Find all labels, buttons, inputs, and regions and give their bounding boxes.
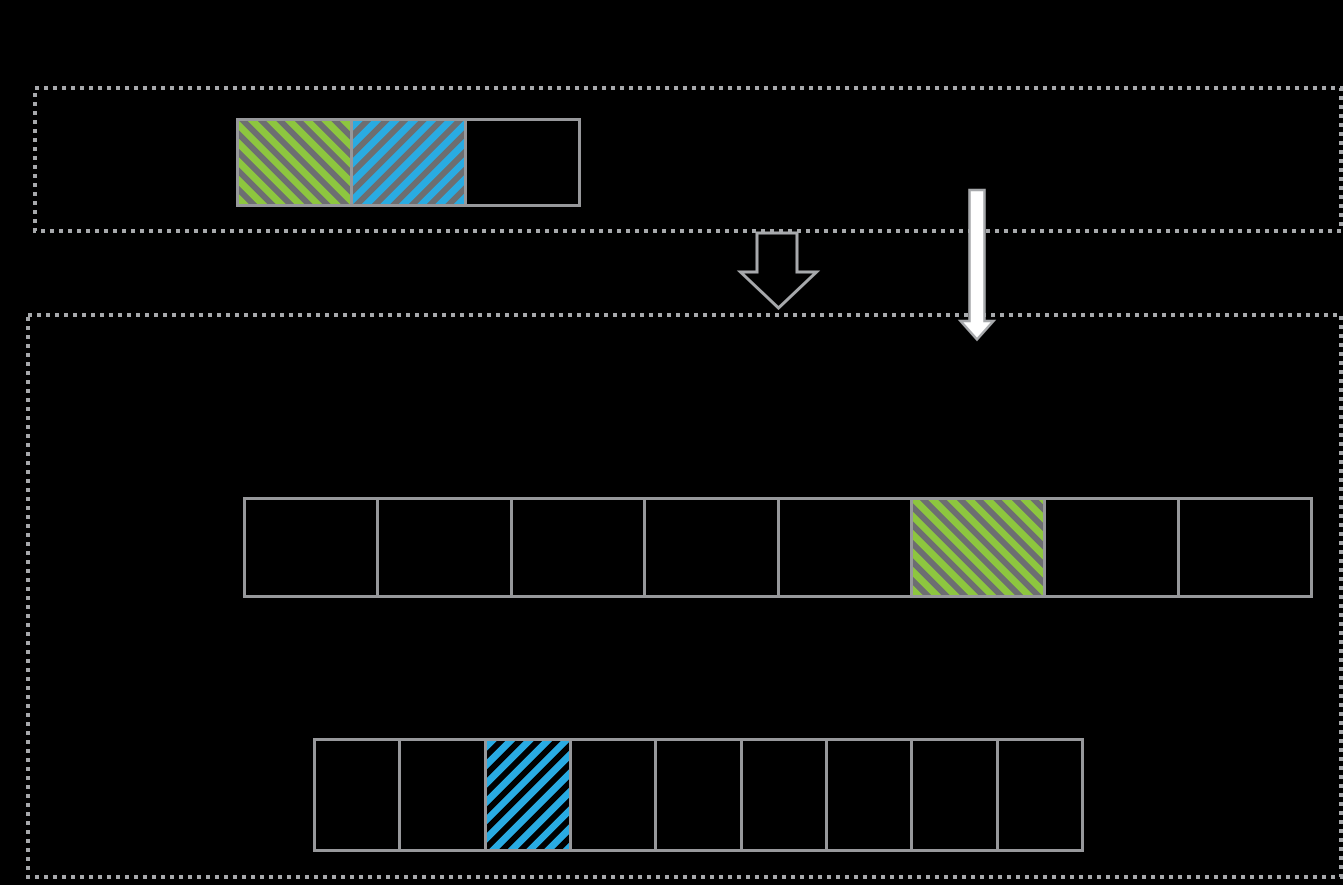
- grid-cell: [654, 741, 739, 849]
- grid-cell: [776, 500, 910, 595]
- white-down-arrow-icon: [957, 188, 997, 342]
- bottom-dashed-container: [26, 313, 1343, 879]
- grid-cell: [246, 500, 376, 595]
- grid-cell: [509, 500, 643, 595]
- grid-cell: [910, 741, 995, 849]
- grid-cell-hatched: [239, 121, 350, 204]
- grid-cell: [376, 500, 509, 595]
- source-row: [236, 118, 581, 207]
- grid-cell: [1043, 500, 1176, 595]
- grid-cell: [995, 741, 1081, 849]
- grid-cell: [568, 741, 654, 849]
- grid-cell: [464, 121, 578, 204]
- grid-cell: [824, 741, 910, 849]
- grid-cell-hatched: [909, 500, 1044, 595]
- top-dashed-container: [33, 86, 1343, 233]
- grid-cell-hatched: [350, 121, 464, 204]
- grid-cell: [316, 741, 398, 849]
- upper-target-row: [243, 497, 1313, 598]
- grid-cell: [643, 500, 776, 595]
- grid-cell: [398, 741, 483, 849]
- grid-cell: [1176, 500, 1310, 595]
- lower-target-row: [313, 738, 1084, 852]
- grid-cell-hatched: [483, 741, 569, 849]
- grid-cell: [739, 741, 825, 849]
- hollow-block-down-arrow-icon: [736, 231, 821, 311]
